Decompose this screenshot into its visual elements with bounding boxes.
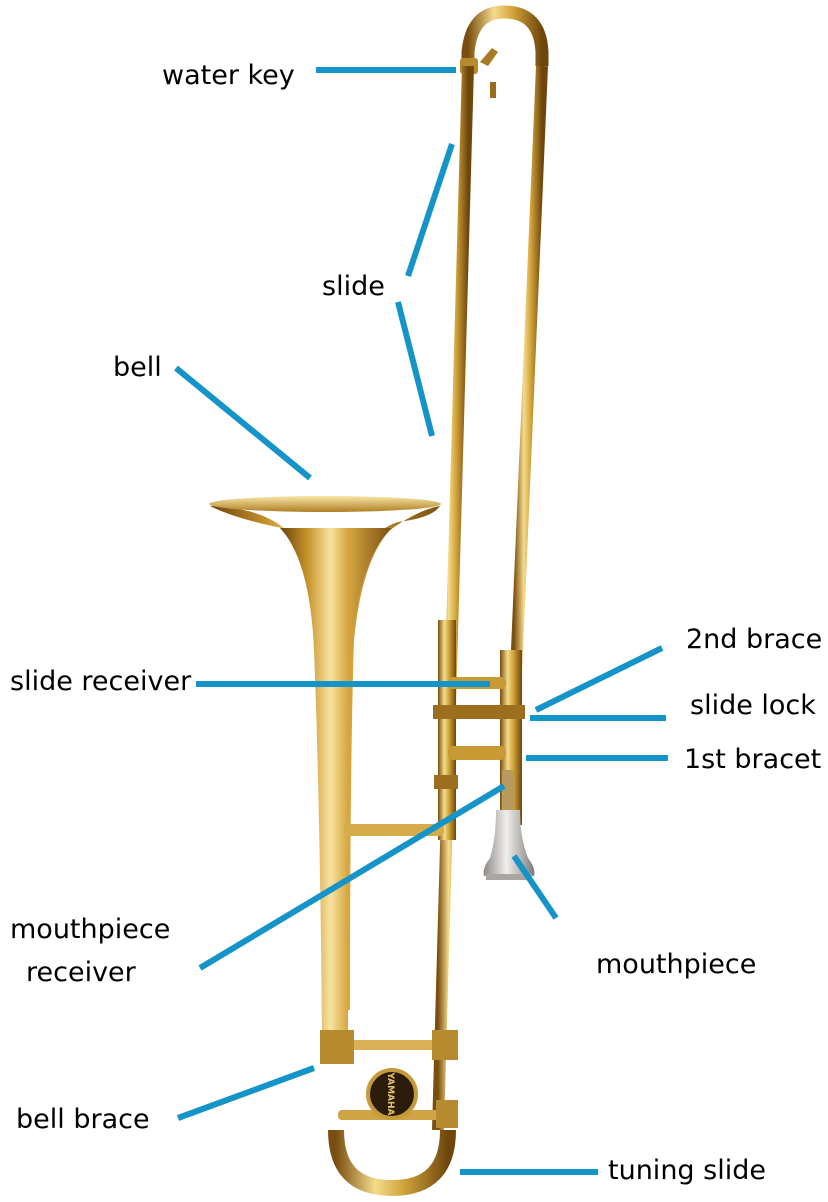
label-first-bracet: 1st bracet bbox=[684, 744, 821, 776]
label-bell: bell bbox=[113, 352, 162, 384]
tuning-ferrule-low bbox=[436, 1100, 458, 1128]
label-mouthpiece: mouthpiece bbox=[596, 949, 756, 981]
slide-tube-outer-left bbox=[438, 66, 468, 1130]
mouthpiece-receiver-leader bbox=[200, 786, 504, 968]
slide-leader-lower bbox=[398, 302, 432, 436]
label-slide-receiver: slide receiver bbox=[10, 666, 191, 698]
label-mouthpiece-receiver-line2: receiver bbox=[26, 957, 136, 989]
label-slide-lock: slide lock bbox=[690, 690, 816, 722]
brand-mark-text: YAMAHA bbox=[385, 1071, 395, 1115]
slide-collar-low bbox=[434, 775, 458, 789]
mouthpiece-leader bbox=[514, 856, 556, 918]
tuning-slide-crook bbox=[336, 1130, 448, 1188]
label-slide: slide bbox=[322, 271, 385, 303]
label-bell-brace: bell brace bbox=[16, 1104, 150, 1136]
label-tuning-slide: tuning slide bbox=[608, 1155, 766, 1187]
slide-lock-collar bbox=[433, 705, 525, 719]
mouthpiece-shape bbox=[484, 770, 535, 880]
bell-rim bbox=[209, 496, 441, 512]
label-mouthpiece-receiver-line1: mouthpiece bbox=[10, 914, 170, 946]
tuning-ferrule bbox=[432, 1030, 458, 1060]
second-brace-leader bbox=[536, 648, 662, 710]
slide-tube-outer-right bbox=[514, 66, 542, 720]
first-brace-bar bbox=[448, 746, 506, 760]
slide-crook bbox=[468, 12, 542, 66]
bell-leader bbox=[176, 368, 310, 478]
bell-body bbox=[280, 528, 392, 1040]
label-water-key: water key bbox=[162, 60, 295, 92]
slide-lower-sleeve-left bbox=[438, 620, 456, 840]
slide-leader-upper bbox=[408, 144, 452, 276]
bell-brace-leader bbox=[178, 1068, 314, 1118]
label-second-brace: 2nd brace bbox=[686, 624, 822, 656]
